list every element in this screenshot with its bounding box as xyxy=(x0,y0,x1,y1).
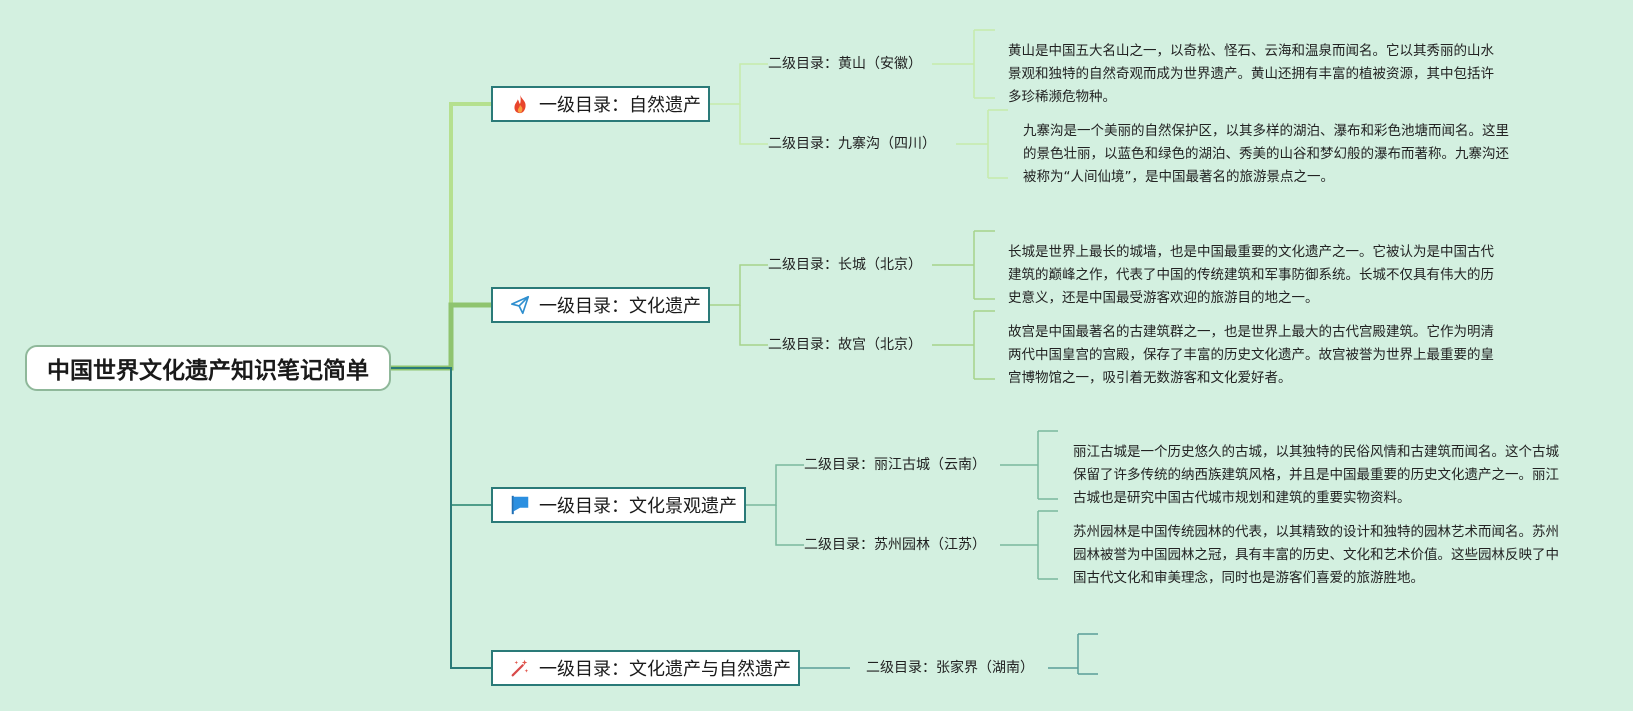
sub-branch-6 xyxy=(775,505,804,546)
subcategory-forbidden-city[interactable]: 二级目录：故宫（北京） xyxy=(768,335,922,355)
description-suzhou-gardens: 苏州园林是中国传统园林的代表，以其精致的设计和独特的园林艺术而闻名。苏州园林被誉… xyxy=(1073,524,1559,586)
subcategory-great-wall[interactable]: 二级目录：长城（北京） xyxy=(768,255,922,275)
leaf-connector-6 xyxy=(1000,510,1058,580)
subcategory-label: 二级目录：黄山（安徽） xyxy=(768,56,922,72)
sub-branch-5 xyxy=(746,464,804,506)
category-cultural-heritage[interactable]: 一级目录：文化遗产 xyxy=(491,287,710,323)
category-label: 一级目录：文化景观遗产 xyxy=(539,496,737,517)
root-node[interactable]: 中国世界文化遗产知识笔记简单 xyxy=(25,345,391,391)
branch-landscape xyxy=(391,367,491,506)
leaf-connector-1 xyxy=(932,29,995,99)
subcategory-jiuzhaigou[interactable]: 二级目录：九寨沟（四川） xyxy=(768,134,936,154)
magic-wand-icon xyxy=(511,659,529,677)
description-jiuzhaigou: 九寨沟是一个美丽的自然保护区，以其多样的湖泊、瀑布和彩色池塘而闻名。这里的景色壮… xyxy=(1023,123,1509,185)
subcategory-zhangjiajie[interactable]: 二级目录：张家界（湖南） xyxy=(866,658,1034,678)
description-great-wall: 长城是世界上最长的城墙，也是中国最重要的文化遗产之一。它被认为是中国古代建筑的巅… xyxy=(1008,244,1494,306)
leaf-connector-3 xyxy=(932,230,995,300)
branch-natural xyxy=(391,102,491,370)
leaf-connector-2 xyxy=(956,109,1008,179)
category-label: 一级目录：自然遗产 xyxy=(539,95,701,116)
subcategory-label: 二级目录：丽江古城（云南） xyxy=(804,457,986,473)
branch-mixed xyxy=(391,367,491,669)
leaf-connector-5 xyxy=(1000,430,1058,500)
category-label: 一级目录：文化遗产与自然遗产 xyxy=(539,659,791,680)
sub-branch-1 xyxy=(710,63,768,105)
subcategory-suzhou-gardens[interactable]: 二级目录：苏州园林（江苏） xyxy=(804,535,986,555)
description-forbidden-city: 故宫是中国最著名的古建筑群之一，也是世界上最大的古代宫殿建筑。它作为明清两代中国… xyxy=(1008,324,1494,386)
fire-icon xyxy=(514,94,526,114)
subcategory-huangshan[interactable]: 二级目录：黄山（安徽） xyxy=(768,54,922,74)
subcategory-label: 二级目录：长城（北京） xyxy=(768,257,922,273)
description-lijiang: 丽江古城是一个历史悠久的古城，以其独特的民俗风情和古建筑而闻名。这个古城保留了许… xyxy=(1073,444,1559,506)
subcategory-label: 二级目录：苏州园林（江苏） xyxy=(804,537,986,553)
flag-icon xyxy=(511,495,529,515)
category-cultural-landscape[interactable]: 一级目录：文化景观遗产 xyxy=(491,487,746,523)
paper-plane-icon xyxy=(510,295,530,315)
subcategory-lijiang[interactable]: 二级目录：丽江古城（云南） xyxy=(804,455,986,475)
sub-branch-3 xyxy=(710,264,768,306)
description-huangshan: 黄山是中国五大名山之一，以奇松、怪石、云海和温泉而闻名。它以其秀丽的山水景观和独… xyxy=(1008,43,1494,105)
sub-branch-4 xyxy=(739,305,768,346)
subcategory-label: 二级目录：九寨沟（四川） xyxy=(768,136,936,152)
category-label: 一级目录：文化遗产 xyxy=(539,296,701,317)
subcategory-label: 二级目录：故宫（北京） xyxy=(768,337,922,353)
category-mixed-heritage[interactable]: 一级目录：文化遗产与自然遗产 xyxy=(491,650,800,686)
leaf-connector-4 xyxy=(932,310,995,380)
branch-cultural xyxy=(391,302,491,371)
subcategory-label: 二级目录：张家界（湖南） xyxy=(866,660,1034,676)
category-natural-heritage[interactable]: 一级目录：自然遗产 xyxy=(491,86,710,122)
root-title: 中国世界文化遗产知识笔记简单 xyxy=(47,358,369,384)
leaf-connector-7 xyxy=(1048,633,1098,675)
sub-branch-2 xyxy=(739,104,768,145)
